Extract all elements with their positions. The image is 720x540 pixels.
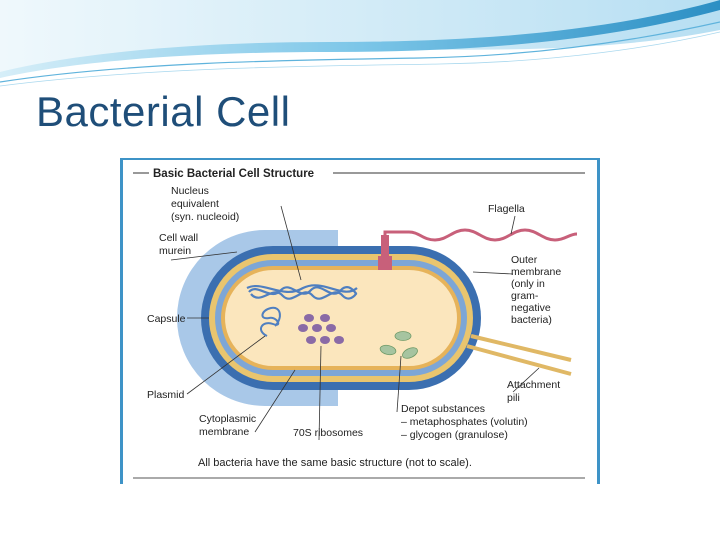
figure-header: Basic Bacterial Cell Structure — [153, 168, 314, 180]
ribosomes-cluster — [298, 314, 344, 344]
depot-granules — [379, 331, 418, 359]
capsule-label: Capsule — [147, 313, 186, 325]
figure-caption: All bacteria have the same basic structu… — [198, 457, 472, 469]
outer-membrane-label: Outer membrane (only in gram- negative b… — [511, 254, 564, 326]
bacterial-cell-figure: Basic Bacterial Cell Structure — [120, 158, 600, 484]
cell-wall-label: Cell wall murein — [159, 232, 201, 257]
cytoplasm — [225, 270, 457, 366]
flagellum — [378, 228, 578, 270]
flagella-label: Flagella — [488, 203, 525, 215]
header-wave-decoration — [0, 0, 720, 87]
cytoplasmic-membrane-label: Cytoplasmic membrane — [199, 413, 259, 438]
plasmid-loop — [260, 306, 281, 337]
plasmid-label: Plasmid — [147, 389, 185, 401]
slide-title: Bacterial Cell — [36, 88, 291, 135]
nucleoid-dna — [246, 284, 358, 300]
attachment-pili — [466, 334, 572, 376]
depot-substances-label: Depot substances – metaphosphates (volut… — [401, 403, 531, 441]
attachment-pili-label: Attachment pili — [507, 379, 563, 404]
nucleus-label: Nucleus equivalent (syn. nucleoid) — [171, 185, 239, 223]
ribosomes-label: 70S ribosomes — [293, 427, 363, 439]
bacterial-cell-diagram: Basic Bacterial Cell Structure — [133, 168, 585, 479]
